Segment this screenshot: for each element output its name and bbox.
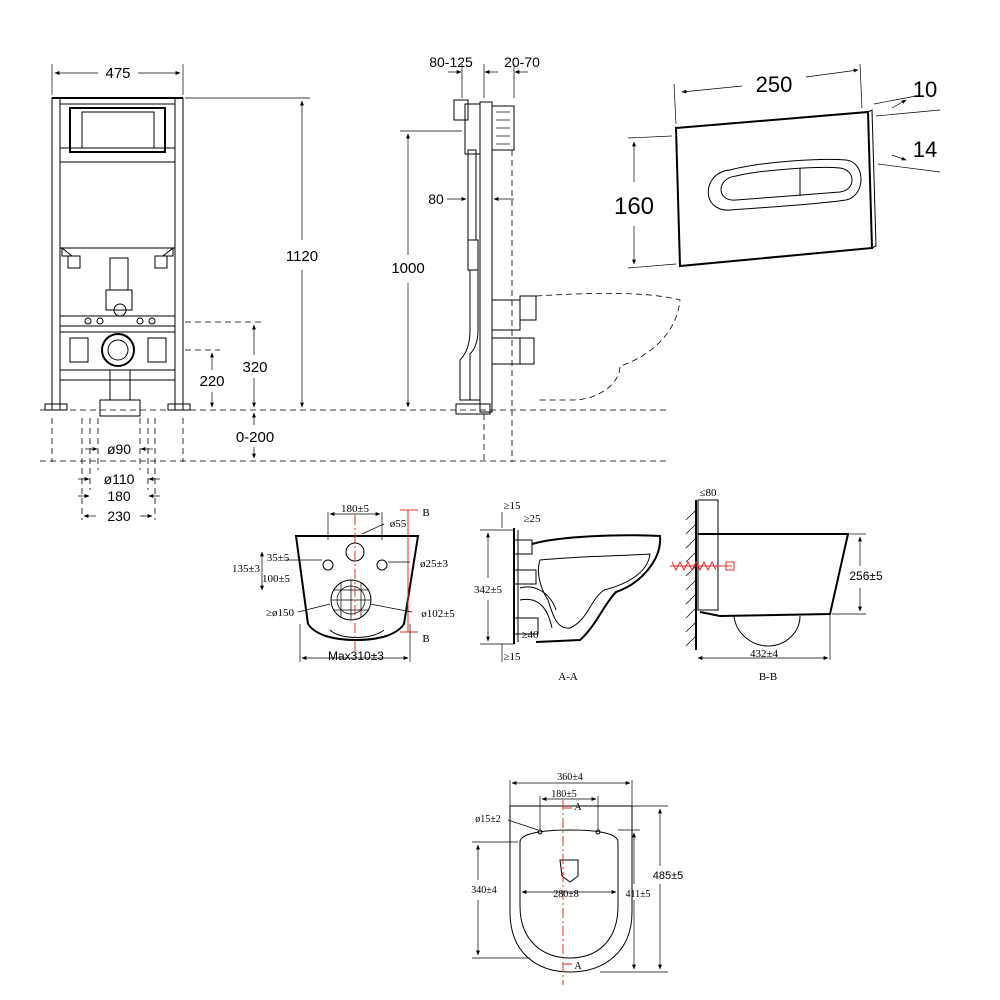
flush-button-outer — [707, 158, 862, 211]
side-dimensions: 80-125 20-70 80 1000 — [391, 54, 540, 462]
bowl-front-view — [294, 509, 420, 660]
section-a-bottom-label: A — [574, 961, 582, 972]
section-a-a-label: A-A — [558, 671, 578, 683]
frame-front-view — [44, 97, 191, 417]
flush-button-inner — [720, 166, 853, 201]
inlet-d55-label: ø55 — [390, 518, 407, 530]
plate-height-label: 160 — [614, 193, 654, 220]
hole-d25-label: ø25±3 — [420, 558, 449, 570]
outlet-d150-label: ≥ø150 — [266, 607, 295, 619]
height-35-label: 35±5 — [267, 552, 290, 564]
bowl-outline-dashed — [535, 292, 681, 401]
flush-plate-face — [674, 110, 874, 268]
bowl-section-outer — [531, 534, 662, 643]
tol-25-label: ≥25 — [523, 513, 541, 525]
cistern-opening — [69, 107, 166, 153]
height-256-label: 256±5 — [849, 569, 883, 583]
outlet-height-label: 220 — [199, 373, 224, 390]
height-340-label: 340±4 — [471, 885, 497, 896]
height-411-label: 411±5 — [625, 889, 650, 900]
bowl-top-rim — [519, 829, 619, 959]
frame-width-label: 475 — [105, 65, 130, 82]
height-342-label: 342±5 — [474, 584, 503, 596]
section-b-bottom-label: B — [422, 633, 429, 645]
frame-right-post — [174, 97, 184, 411]
depth-80-label: 80 — [428, 191, 444, 207]
bowl-top-outline — [509, 805, 633, 973]
hole-d15-label: ø15±2 — [475, 814, 501, 825]
tol-80-label: ≤80 — [699, 487, 717, 499]
tol-15-top-label: ≥15 — [503, 500, 521, 512]
bowl-section-inner — [537, 553, 651, 629]
height-100-label: 100±5 — [262, 573, 291, 585]
plate-thickness-14-label: 14 — [913, 137, 937, 162]
width-230-label: 230 — [107, 508, 131, 524]
depth-80-125-label: 80-125 — [429, 54, 473, 70]
outlet-d102-label: ø102±5 — [421, 608, 455, 620]
bowl-side-outline — [698, 533, 850, 618]
fixing-hole-right — [376, 559, 388, 571]
bowl-max-width-label: Max310±3 — [328, 649, 384, 663]
width-180-top-label: 180±5 — [551, 789, 577, 800]
bowl-front-dimensions: 180±5 B B ø55 ø25±3 35±5 135±3 100±5 ≥ø1… — [232, 503, 455, 663]
bowl-side-trap — [733, 615, 801, 647]
height-135-label: 135±3 — [232, 563, 261, 575]
tol-15-bottom-label: ≥15 — [503, 651, 521, 663]
adjust-range-label: 0-200 — [236, 429, 274, 446]
pipe-d90-label: ø90 — [107, 441, 131, 457]
width-432-label: 432±4 — [750, 648, 779, 660]
width-280-label: 280±8 — [553, 889, 579, 900]
frame-left-post — [51, 97, 61, 411]
side-height-label: 1000 — [391, 260, 424, 277]
width-180-label: 180 — [107, 488, 131, 504]
flush-plate — [674, 109, 877, 268]
pipe-d110-label: ø110 — [104, 471, 135, 487]
bowl-front-outline — [294, 535, 420, 642]
section-a-top-label: A — [574, 802, 582, 813]
flush-plate-dimensions: 250 160 10 14 — [614, 63, 941, 269]
width-360-label: 360±4 — [557, 772, 583, 783]
bowl-top-drain — [559, 859, 579, 883]
depth-20-70-label: 20-70 — [504, 54, 540, 70]
tol-40-label: ≥40 — [521, 629, 539, 641]
height-485-label: 485±5 — [653, 870, 684, 882]
inlet-height-label: 320 — [242, 359, 267, 376]
fixing-hole-left — [322, 559, 334, 571]
frame-dimensions: 475 1120 320 220 0-200 ø90 ø110 — [40, 64, 670, 524]
plate-thickness-10-label: 10 — [913, 77, 937, 102]
frame-side-view — [453, 99, 681, 415]
plate-width-label: 250 — [756, 72, 793, 97]
bowl-top-dimensions: 360±4 180±5 ø15±2 340±4 280±8 411±5 485±… — [471, 772, 684, 973]
section-b-top-label: B — [422, 507, 429, 519]
bowl-front-span-label: 180±5 — [341, 503, 370, 515]
section-a-a-dimensions: 342±5 ≥15 ≥25 ≥40 ≥15 — [474, 500, 541, 663]
frame-height-label: 1120 — [286, 248, 318, 265]
section-b-b-label: B-B — [759, 671, 777, 683]
section-b-b-dimensions: ≤80 256±5 432±4 — [697, 487, 883, 660]
section-a-a: A-A — [513, 528, 662, 683]
outlet-pipe — [101, 333, 135, 367]
